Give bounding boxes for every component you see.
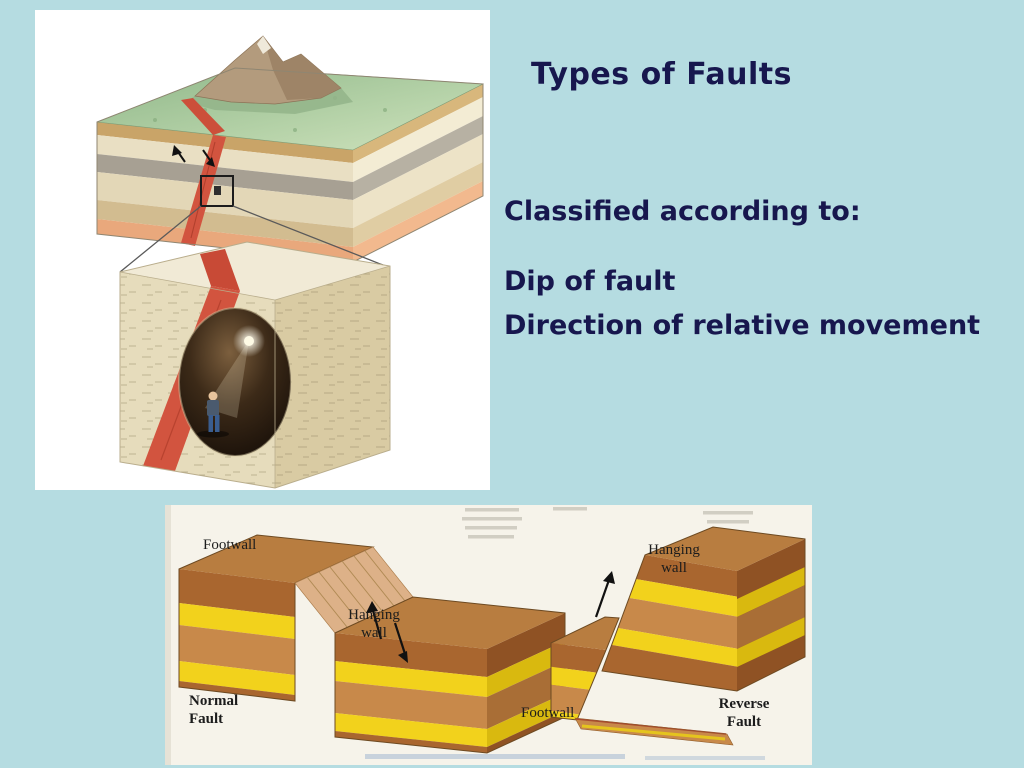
fault-plane: [294, 546, 414, 634]
fault-types-illustration: [165, 505, 806, 765]
fault-trace: [181, 98, 226, 246]
normal-hangingwall-block: [334, 596, 566, 754]
miner-figure: [197, 391, 229, 438]
caption-normal-fault: Normal Fault: [189, 693, 239, 727]
bullet-direction-of-movement: Direction of relative movement: [504, 310, 981, 341]
label-hangingwall-reverse: Hanging wall: [648, 542, 700, 576]
normal-slip-arrows: [366, 601, 408, 663]
thrust-sliver: [574, 717, 734, 746]
slide-title: Types of Faults: [531, 57, 793, 92]
zoomed-block: [119, 241, 391, 489]
cave-opening: [178, 307, 292, 457]
fault-block-figure: [35, 10, 490, 490]
classified-heading: Classified according to:: [504, 196, 861, 227]
surface-block: [96, 35, 485, 273]
scan-artifacts: [165, 505, 765, 765]
reverse-slip-arrow: [594, 571, 615, 618]
normal-fault-diagram: [178, 534, 566, 754]
fault-zoom-illustration: [96, 35, 485, 489]
movement-arrows: [172, 145, 215, 167]
lamp-icon: [244, 336, 254, 346]
reverse-footwall-block: [550, 616, 620, 721]
label-footwall-normal: Footwall: [203, 537, 257, 553]
bullet-dip-of-fault: Dip of fault: [504, 266, 676, 297]
caption-reverse-fault: Reverse Fault: [718, 696, 770, 730]
label-hangingwall-normal: Hanging wall: [348, 607, 400, 641]
label-footwall-reverse: Footwall: [521, 705, 575, 721]
normal-footwall-block: [178, 534, 375, 702]
slide-body: Classified according to: Dip of fault Di…: [504, 196, 980, 341]
zoom-selection-box: [119, 175, 389, 273]
fault-types-figure: Footwall Hanging wall Normal Fault Hangi…: [165, 505, 812, 765]
